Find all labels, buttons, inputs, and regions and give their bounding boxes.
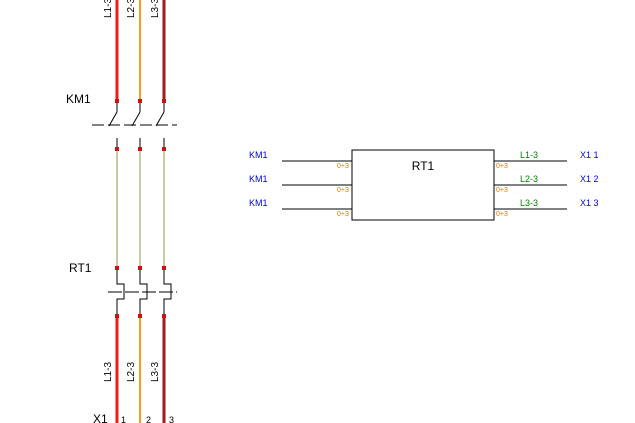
phase-schematic: L1-3 L2-3 L3-3 KM1 RT1 [66, 0, 177, 423]
output-target-3: X1 3 [580, 198, 599, 208]
node [138, 99, 142, 103]
bottom-wire-label-3: L3-3 [150, 362, 161, 382]
thermal-relay-rt1-symbol[interactable] [108, 268, 177, 316]
input-pin-3: 0+3 [337, 211, 349, 218]
output-target-1: X1 1 [580, 150, 599, 160]
node [138, 314, 142, 318]
top-wire-label-2: L2-3 [126, 0, 137, 18]
block-title: RT1 [412, 159, 435, 173]
input-source-1: KM1 [249, 150, 268, 160]
contactor-km1-symbol[interactable] [92, 101, 177, 149]
node [138, 266, 142, 270]
output-target-2: X1 2 [580, 174, 599, 184]
terminal-number-1: 1 [121, 415, 126, 423]
terminal-number-2: 2 [146, 415, 151, 423]
node [138, 147, 142, 151]
terminal-label: X1 [93, 412, 108, 423]
contactor-label: KM1 [66, 92, 91, 106]
bottom-wire-label-1: L1-3 [103, 362, 114, 382]
top-wire-label-1: L1-3 [103, 0, 114, 18]
rt1-block[interactable] [351, 149, 495, 221]
input-source-2: KM1 [249, 174, 268, 184]
bottom-wire-label-2: L2-3 [126, 362, 137, 382]
connection-nodes [115, 99, 166, 318]
node [162, 314, 166, 318]
input-pin-2: 0+3 [337, 187, 349, 194]
input-source-3: KM1 [249, 198, 268, 208]
output-wire-label-2: L2-3 [520, 174, 538, 184]
output-pin-3: 0+3 [496, 211, 508, 218]
relay-label: RT1 [69, 261, 92, 275]
node [162, 147, 166, 151]
node [115, 314, 119, 318]
output-pin-1: 0+3 [496, 163, 508, 170]
node [115, 99, 119, 103]
node [115, 147, 119, 151]
top-wire-label-3: L3-3 [150, 0, 161, 18]
node [162, 266, 166, 270]
node [115, 266, 119, 270]
rt1-block-diagram: RT1 KM1 KM1 KM1 0+3 0+3 0+3 0+3 0+3 0+3 … [249, 149, 599, 221]
terminal-number-3: 3 [169, 415, 174, 423]
output-wire-label-1: L1-3 [520, 150, 538, 160]
input-pin-1: 0+3 [337, 163, 349, 170]
node [162, 99, 166, 103]
output-pin-2: 0+3 [496, 187, 508, 194]
output-wire-label-3: L3-3 [520, 198, 538, 208]
